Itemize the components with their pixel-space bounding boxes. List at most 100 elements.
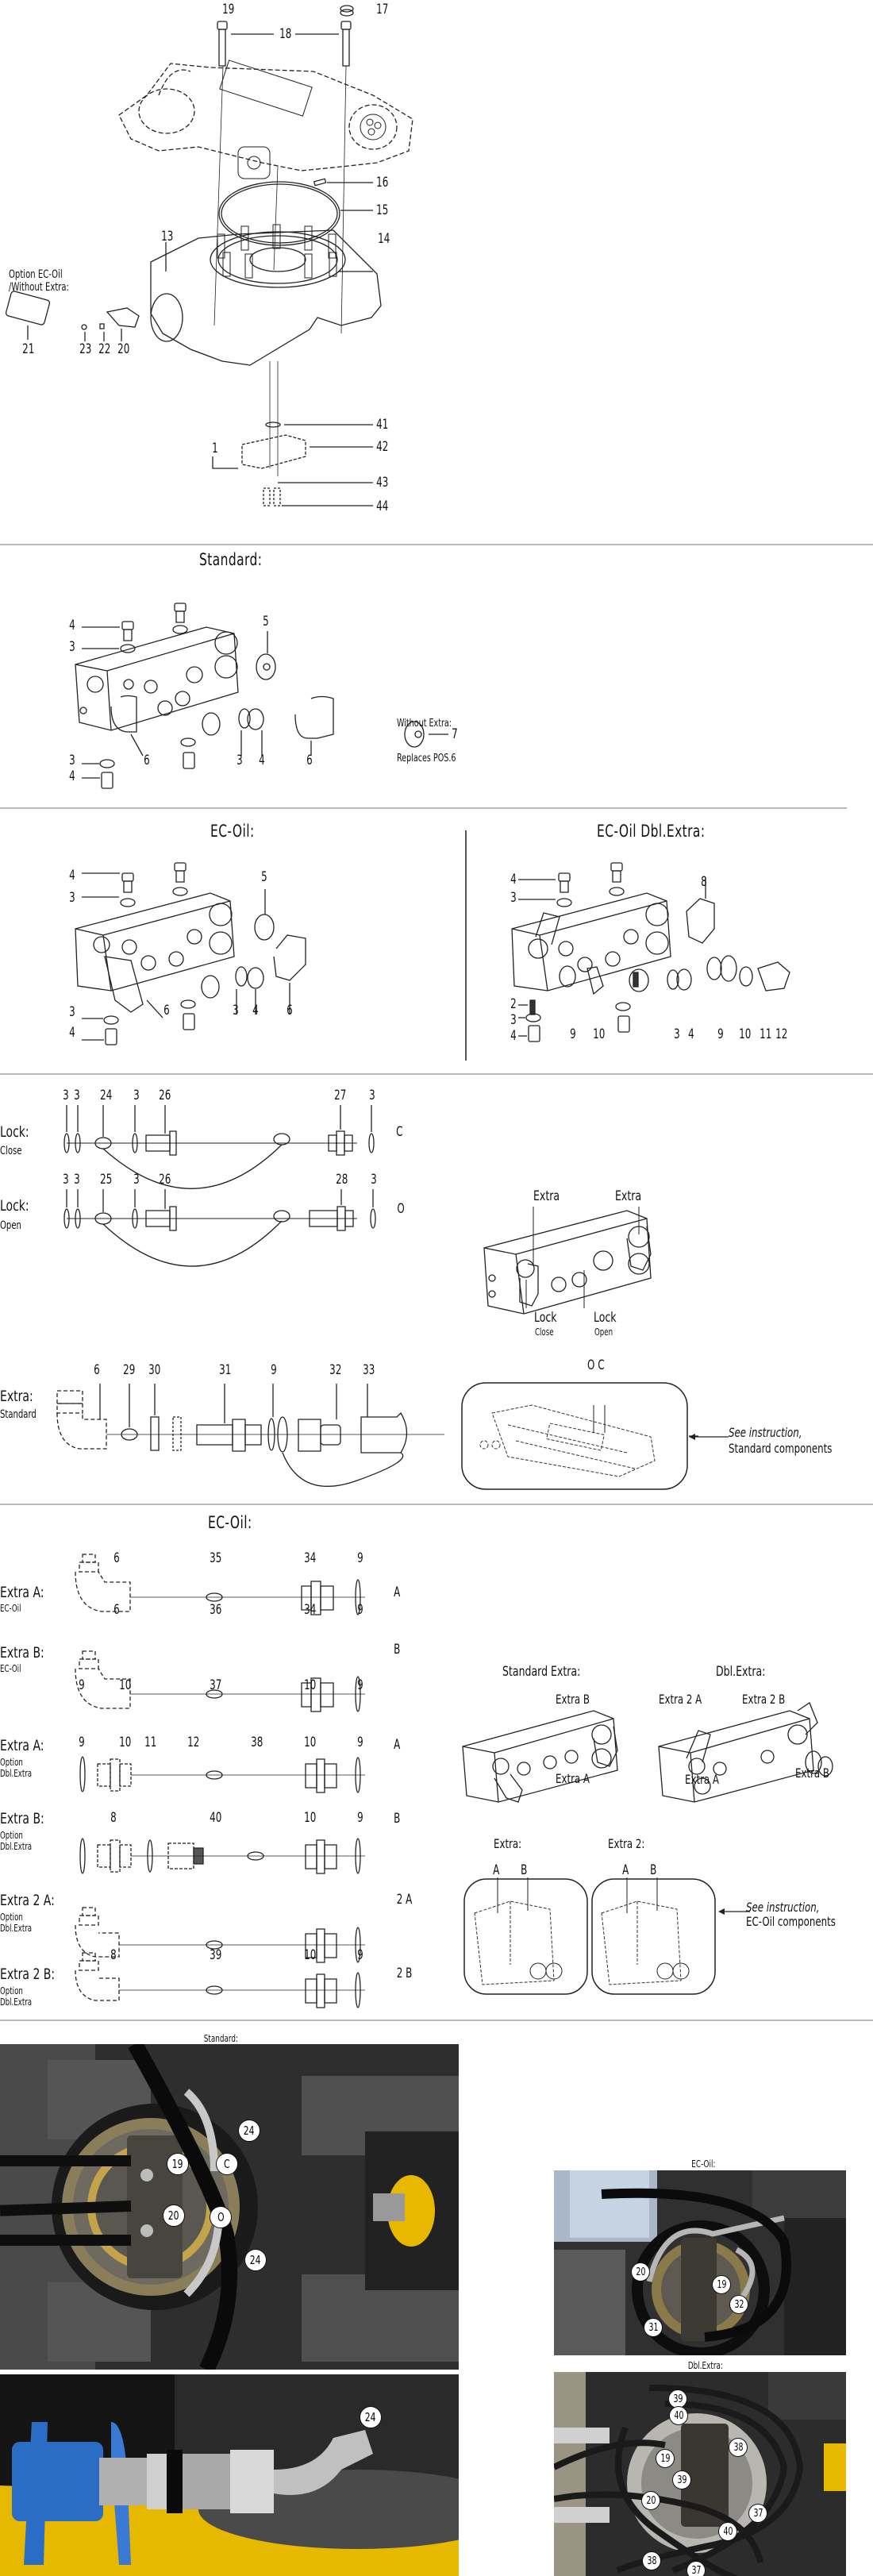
photo-callout-37: 37: [748, 2504, 767, 2523]
part-36: 36: [210, 1602, 222, 1618]
row-label: Extra B:: [0, 1810, 44, 1827]
callout-4: 4: [69, 768, 75, 784]
photo-closeup: 24: [0, 2374, 459, 2576]
part-9: 9: [357, 1810, 363, 1826]
label-std-extra-b: Extra B: [556, 1692, 590, 1707]
callout-3: 3: [510, 1012, 517, 1028]
callout-4: 4: [510, 872, 517, 888]
section-title-ecoil-dbl: EC-Oil Dbl.Extra:: [597, 822, 706, 841]
callout-20: 20: [117, 341, 130, 357]
callout-14: 14: [378, 231, 390, 247]
part-9: 9: [79, 1677, 85, 1693]
row-sublabel: Option Dbl.Extra: [0, 1757, 33, 1779]
callout-17: 17: [376, 2, 389, 17]
part-28: 28: [336, 1172, 348, 1188]
photo-callout-24: 24: [238, 2120, 260, 2142]
part-31: 31: [219, 1362, 232, 1378]
see-instruction-line2: Standard components: [729, 1441, 833, 1456]
part-3: 3: [369, 1088, 375, 1103]
inset-marks: O C: [587, 1357, 605, 1373]
option-note-line2: /Without Extra:: [9, 281, 69, 294]
photo-callout-32: 32: [729, 2295, 748, 2314]
callout-4: 4: [688, 1026, 694, 1042]
part-3: 3: [371, 1172, 377, 1188]
callout-44: 44: [376, 499, 389, 514]
standard-extra-block: [459, 1699, 649, 1802]
ecoil-rows-drawing: [0, 1548, 429, 1993]
label-dbl-extra-2a: Extra 2 A: [659, 1692, 702, 1707]
part-10: 10: [304, 1677, 317, 1693]
lock-rows-drawing: [0, 1080, 413, 1238]
replaces-note: Replaces POS.6: [397, 753, 456, 764]
option-note-line1: Option EC-Oil: [9, 268, 63, 281]
callout-6: 6: [163, 1003, 170, 1018]
part-10: 10: [304, 1810, 317, 1826]
end-mark: B: [394, 1811, 401, 1827]
vertical-divider: [465, 830, 467, 1061]
end-mark: 2 B: [396, 1966, 413, 1981]
part-6: 6: [113, 1602, 120, 1618]
part-8: 8: [110, 1810, 117, 1826]
part-3: 3: [133, 1088, 140, 1103]
row-label: Lock:: [0, 1123, 29, 1141]
row-label: Extra B:: [0, 1644, 44, 1662]
ecoil-dbl-block-drawing: [476, 810, 873, 1072]
callout-3: 3: [69, 1004, 75, 1020]
part-9: 9: [271, 1362, 277, 1378]
photo-callout-38: 38: [642, 2551, 661, 2570]
callout-3: 3: [69, 753, 75, 768]
end-mark: A: [394, 1584, 401, 1600]
see-instruction-line1: See instruction,: [729, 1425, 802, 1440]
part-6: 6: [113, 1550, 120, 1566]
end-mark: 2 A: [396, 1892, 413, 1908]
part-34: 34: [304, 1602, 317, 1618]
part-3: 3: [74, 1088, 80, 1103]
photo-callout-31: 31: [644, 2318, 663, 2337]
inset-a: A: [622, 1862, 629, 1878]
callout-6: 6: [287, 1003, 293, 1018]
inset-extra-title: Extra:: [494, 1836, 522, 1851]
part-37: 37: [210, 1677, 222, 1693]
callout-3: 3: [510, 890, 517, 906]
row-label: Lock:: [0, 1197, 29, 1215]
label-dbl-extra-a: Extra A: [685, 1772, 719, 1787]
end-mark: B: [394, 1642, 401, 1658]
part-12: 12: [187, 1735, 200, 1750]
row-sublabel: Open: [0, 1219, 21, 1232]
callout-4: 4: [69, 1025, 75, 1041]
part-6: 6: [94, 1362, 100, 1378]
part-26: 26: [159, 1172, 171, 1188]
callout-10: 10: [593, 1026, 606, 1042]
part-9: 9: [79, 1735, 85, 1750]
photo-callout-19: 19: [712, 2275, 731, 2294]
label-extra-left: Extra: [533, 1188, 560, 1204]
part-10: 10: [119, 1735, 132, 1750]
label-dbl-extra-b: Extra B: [795, 1765, 829, 1781]
label-std-extra-a: Extra A: [556, 1771, 590, 1786]
callout-21: 21: [22, 341, 35, 357]
section-title-ecoil: EC-Oil:: [210, 822, 255, 841]
photo-title-ecoil: EC-Oil:: [691, 2158, 716, 2170]
part-10: 10: [304, 1735, 317, 1750]
photo-callout-39: 39: [672, 2470, 691, 2489]
standard-extra-title: Standard Extra:: [502, 1664, 581, 1680]
callout-3: 3: [69, 639, 75, 655]
row-label: Extra 2 B:: [0, 1966, 56, 1983]
callout-4: 4: [252, 1003, 259, 1018]
callout-6: 6: [144, 753, 150, 768]
ecoil-components-inset: [463, 1877, 721, 1996]
part-8: 8: [110, 1947, 117, 1963]
callout-3: 3: [237, 753, 243, 768]
dbl-extra-title: Dbl.Extra:: [716, 1664, 766, 1680]
label-lock-open-sub: Open: [594, 1327, 613, 1338]
end-mark: A: [394, 1737, 401, 1753]
part-3: 3: [63, 1088, 69, 1103]
photo-callout-c: C: [216, 2153, 238, 2175]
callout-9: 9: [717, 1026, 724, 1042]
part-27: 27: [334, 1088, 347, 1103]
row-sublabel: Option Dbl.Extra: [0, 1985, 33, 2008]
row-sublabel: Option Dbl.Extra: [0, 1912, 33, 1934]
callout-23: 23: [79, 341, 92, 357]
photo-title-dbl-extra: Dbl.Extra:: [687, 2360, 723, 2371]
label-lock-open: Lock: [594, 1310, 617, 1326]
